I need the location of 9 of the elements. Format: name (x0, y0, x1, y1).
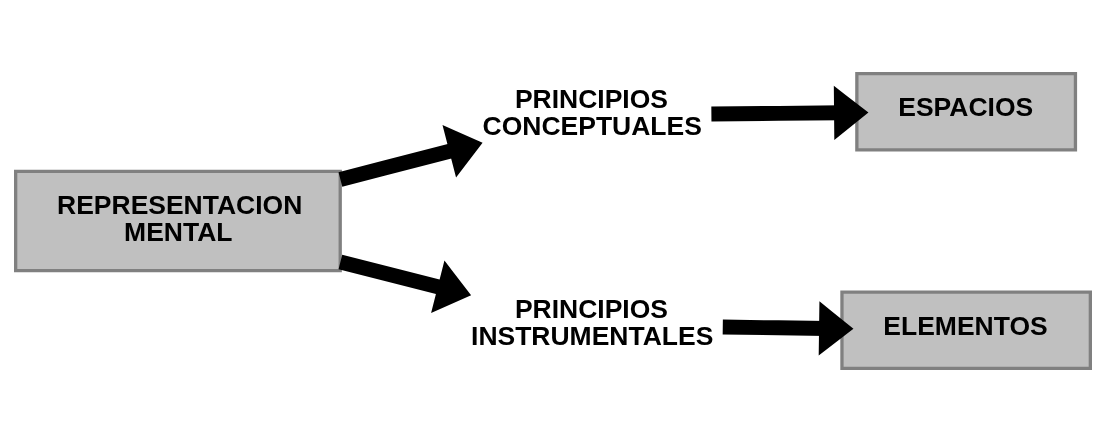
node-box: REPRESENTACION MENTAL (14, 169, 342, 272)
node-text: PRINCIPIOS INSTRUMENTALES (471, 293, 714, 351)
arrow (722, 300, 854, 355)
arrow (711, 85, 869, 140)
node-text: PRINCIPIOS CONCEPTUALES (482, 83, 702, 141)
node-box: ESPACIOS (855, 71, 1078, 151)
node-box: ELEMENTOS (840, 290, 1092, 370)
arrow (338, 124, 483, 187)
arrow (338, 254, 472, 313)
